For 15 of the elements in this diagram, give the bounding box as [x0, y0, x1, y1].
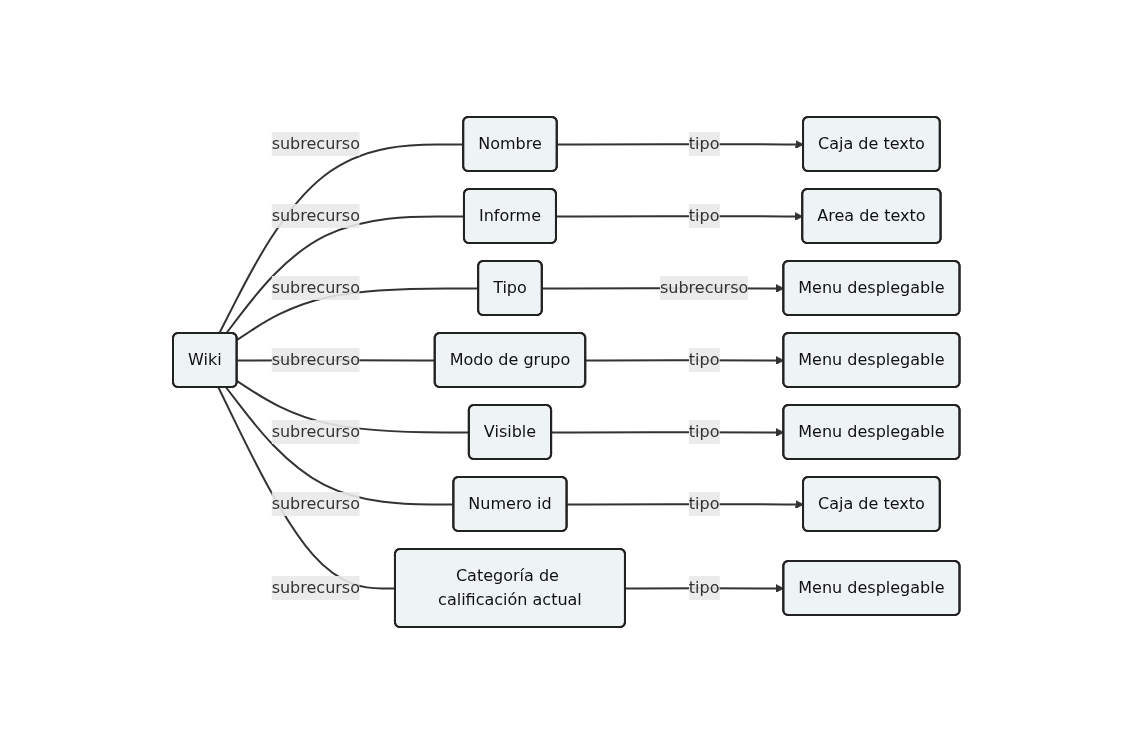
edge-label: subrecurso — [271, 578, 360, 597]
edge-label: subrecurso — [271, 494, 360, 513]
edge-label: subrecurso — [271, 134, 360, 153]
edge-label: tipo — [688, 494, 720, 513]
arrow — [550, 428, 784, 437]
edge-label: tipo — [688, 578, 720, 597]
edge-label: subrecurso — [271, 422, 360, 441]
edge-label: subrecurso — [659, 278, 749, 297]
edge-label: tipo — [688, 422, 720, 441]
edge-label: subrecurso — [271, 350, 360, 369]
edge-label: tipo — [688, 134, 720, 153]
edge-label: subrecurso — [271, 206, 360, 225]
edge-label: tipo — [688, 206, 720, 225]
edge-label: subrecurso — [271, 278, 360, 297]
edge-label: tipo — [688, 350, 720, 369]
